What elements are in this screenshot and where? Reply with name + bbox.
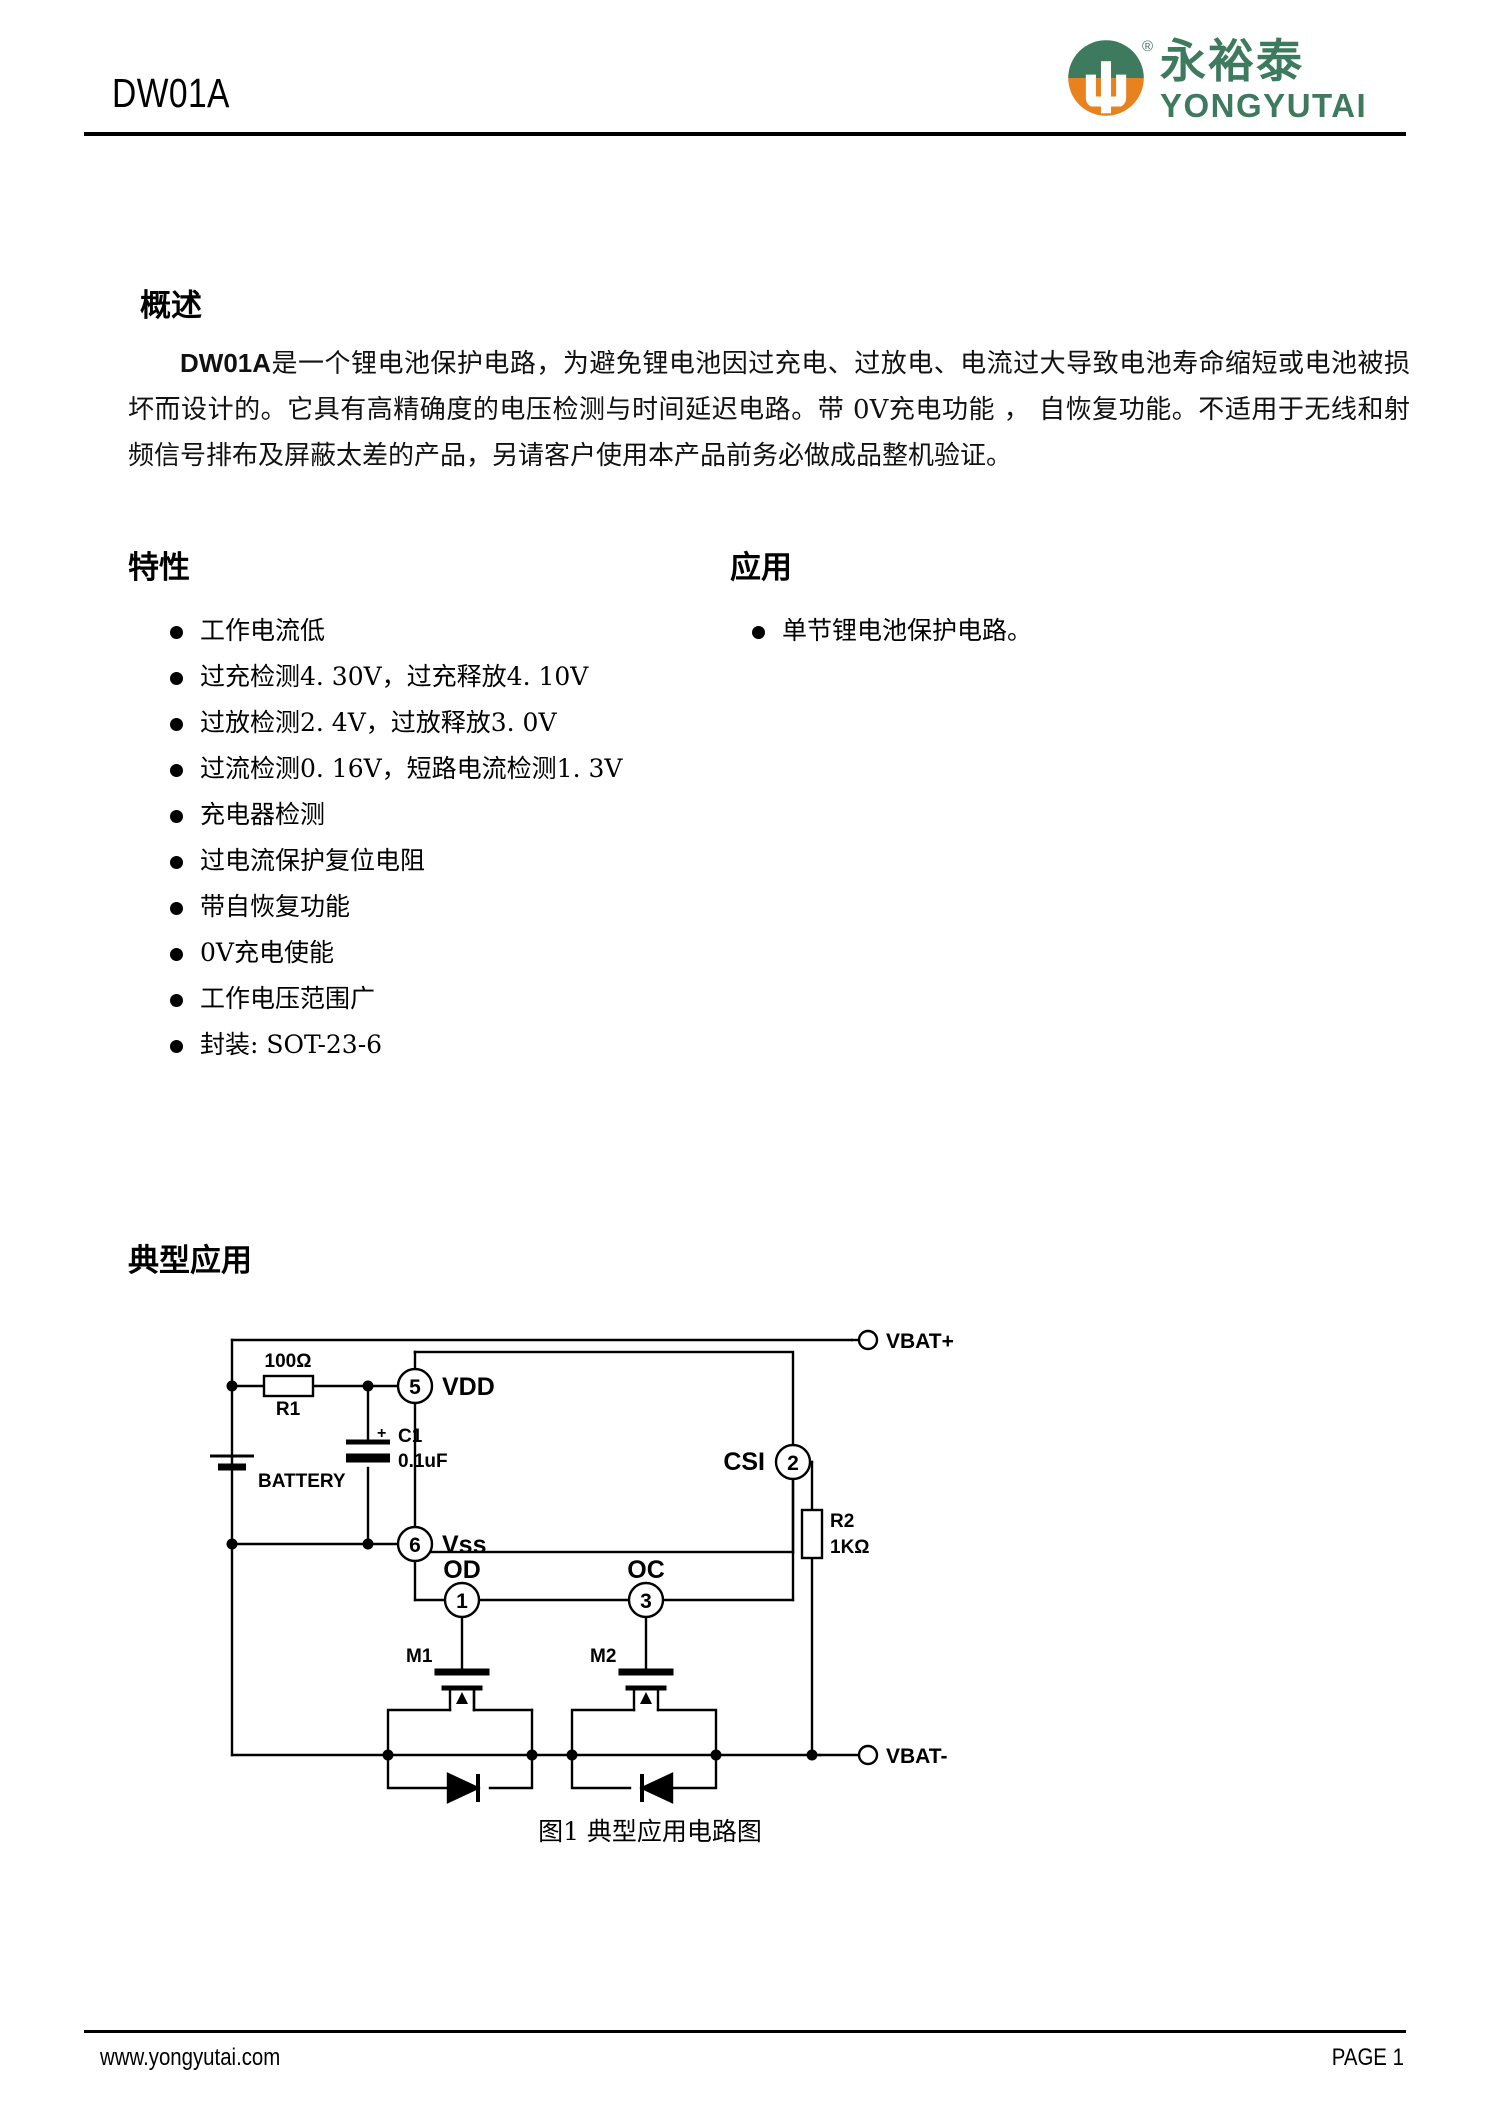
applications-heading: 应用 <box>730 550 792 585</box>
pin-number-1: 1 <box>456 1590 468 1613</box>
logo-mark-icon <box>1068 40 1144 116</box>
label-vbat-minus: VBAT- <box>886 1745 947 1768</box>
overview-lead-part: DW01A <box>180 348 272 378</box>
pin-number-2: 2 <box>787 1452 799 1475</box>
part-number-title: DW01A <box>112 70 230 116</box>
pin-circle-2 <box>774 1443 812 1481</box>
list-item: 过流检测0. 16V，短路电流检测1. 3V <box>168 746 728 792</box>
pin-label-vss: Vss <box>442 1531 486 1559</box>
terminal-vbat-plus-icon <box>857 1329 879 1351</box>
circuit-schematic-svg: 5 6 2 1 3 VDD Vss CSI OD OC 100Ω R1 BATT… <box>210 1329 954 1804</box>
label-r2-ref: R2 <box>830 1511 854 1532</box>
label-r1-value: 100Ω <box>265 1351 312 1372</box>
label-m1: M1 <box>406 1646 433 1667</box>
list-item: 0V充电使能 <box>168 930 728 976</box>
overview-body-text: 是一个锂电池保护电路，为避免锂电池因过充电、过放电、电流过大导致电池寿命缩短或电… <box>128 349 1410 471</box>
pin-number-5: 5 <box>409 1376 421 1399</box>
mosfet-m1-arrow <box>456 1692 468 1704</box>
terminal-vbat-minus-icon <box>857 1744 879 1766</box>
battery-symbol <box>210 1454 254 1471</box>
pin-circle-5 <box>396 1367 434 1405</box>
pin-label-csi: CSI <box>723 1448 765 1476</box>
label-r1-ref: R1 <box>276 1399 301 1420</box>
typical-application-circuit-diagram: 5 6 2 1 3 VDD Vss CSI OD OC 100Ω R1 BATT… <box>200 1310 1100 1810</box>
list-item: 工作电压范围广 <box>168 976 728 1022</box>
pin-circle-6 <box>396 1525 434 1563</box>
footer-website[interactable]: www.yongyutai.com <box>100 2044 281 2071</box>
list-item: 充电器检测 <box>168 792 728 838</box>
header-divider <box>84 132 1406 136</box>
features-heading: 特性 <box>128 550 190 585</box>
list-item: 带自恢复功能 <box>168 884 728 930</box>
junction-dots <box>226 1380 818 1761</box>
pin-number-3: 3 <box>640 1590 652 1613</box>
label-c1-value: 0.1uF <box>398 1451 448 1472</box>
list-item: 封装: SOT-23-6 <box>168 1022 728 1068</box>
pin-number-6: 6 <box>409 1534 421 1557</box>
list-item: 单节锂电池保护电路。 <box>750 608 1270 654</box>
label-m2: M2 <box>590 1646 616 1667</box>
applications-list: 单节锂电池保护电路。 <box>750 608 1270 654</box>
page-header: DW01A ® 永裕泰 YONGYUTAI <box>84 22 1406 136</box>
pin-label-od: OD <box>443 1556 481 1584</box>
mosfet-m2-arrow <box>640 1692 652 1704</box>
pin-circle-1 <box>443 1581 481 1619</box>
label-c1-ref: C1 <box>398 1426 423 1447</box>
pin-label-vdd: VDD <box>442 1373 495 1401</box>
label-c1-polarity: + <box>377 1425 386 1442</box>
resistor-r1-symbol <box>262 1374 315 1398</box>
label-battery: BATTERY <box>258 1471 346 1492</box>
list-item: 过放检测2. 4V，过放释放3. 0V <box>168 700 728 746</box>
overview-heading: 概述 <box>140 288 202 324</box>
features-list: 工作电流低 过充检测4. 30V，过充释放4. 10V 过放检测2. 4V，过放… <box>168 608 728 1068</box>
registered-trademark-icon: ® <box>1142 38 1154 55</box>
logo-english-name: YONGYUTAI <box>1160 87 1368 124</box>
footer-page-number: PAGE 1 <box>1331 2044 1404 2071</box>
list-item: 工作电流低 <box>168 608 728 654</box>
label-vbat-plus: VBAT+ <box>886 1330 954 1353</box>
body-diode-m1-symbol <box>446 1772 481 1804</box>
logo-chinese-name: 永裕泰 <box>1160 35 1304 87</box>
company-logo: ® 永裕泰 YONGYUTAI <box>1056 30 1406 128</box>
footer-divider <box>84 2030 1406 2033</box>
figure-caption: 图1 典型应用电路图 <box>538 1817 762 1846</box>
typical-application-heading: 典型应用 <box>128 1243 252 1278</box>
pin-circle-3 <box>627 1581 665 1619</box>
pin-label-oc: OC <box>627 1556 665 1584</box>
label-r2-value: 1KΩ <box>830 1537 870 1558</box>
list-item: 过充检测4. 30V，过充释放4. 10V <box>168 654 728 700</box>
body-diode-m2-symbol <box>639 1772 674 1804</box>
resistor-r2-symbol <box>800 1508 824 1560</box>
overview-paragraph: DW01A是一个锂电池保护电路，为避免锂电池因过充电、过放电、电流过大导致电池寿… <box>128 340 1410 479</box>
capacitor-c1-symbol <box>346 1439 390 1463</box>
list-item: 过电流保护复位电阻 <box>168 838 728 884</box>
